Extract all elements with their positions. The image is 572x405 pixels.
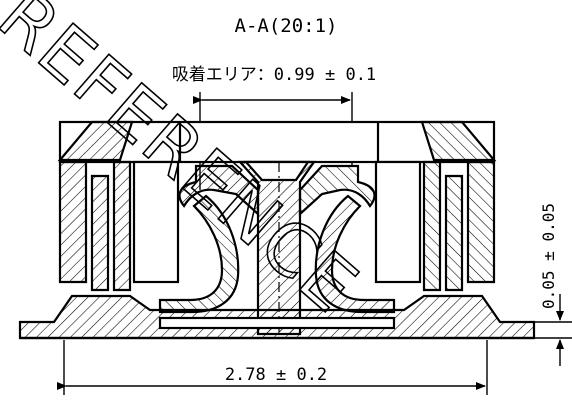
width-dimension (57, 340, 488, 395)
suction-area-label: 吸着エリア：0.99 ± 0.1 (172, 65, 376, 85)
top-lid (57, 120, 497, 164)
right-wall (374, 160, 496, 292)
section-title: A-A(20:1) (235, 15, 338, 37)
left-wall (58, 160, 180, 292)
width-dimension-label: 2.78 ± 0.2 (225, 365, 327, 385)
side-dimension-label: 0.05 ± 0.05 (539, 203, 558, 309)
reference-watermark: REFERENCE (0, 0, 375, 330)
side-dimension (534, 294, 572, 366)
